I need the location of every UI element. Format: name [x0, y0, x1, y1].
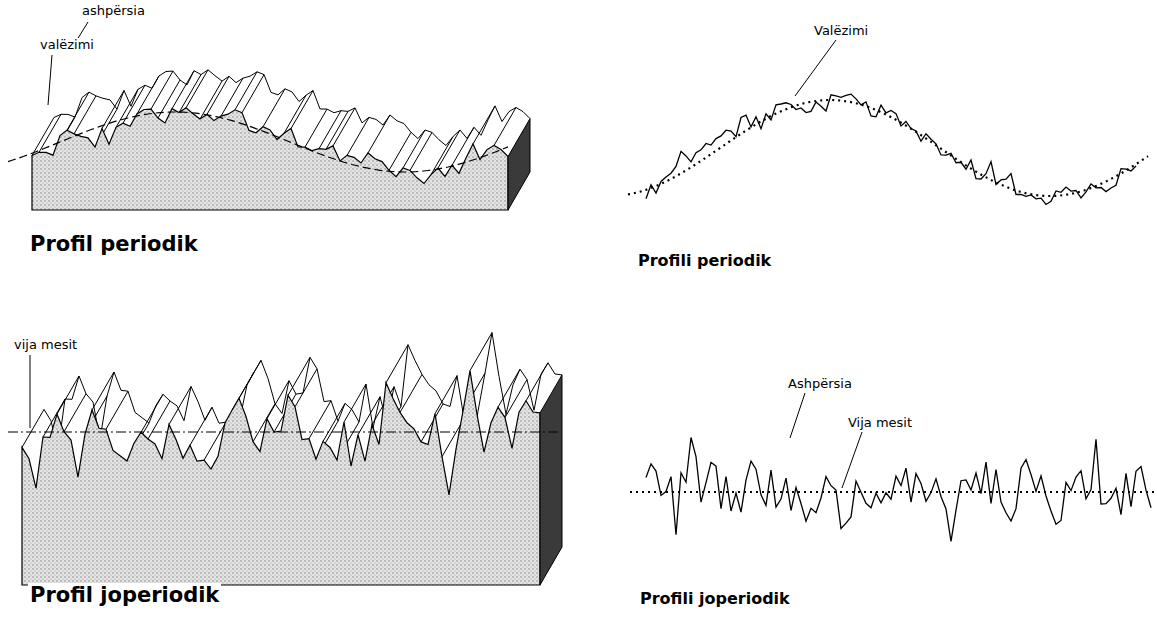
ridge-line — [186, 70, 208, 108]
mean-line — [8, 431, 560, 432]
ridge-line — [435, 376, 457, 414]
ridge-line — [106, 391, 128, 429]
ridge-line — [74, 96, 96, 134]
roughness-profile — [646, 94, 1136, 204]
ridge-line — [344, 384, 366, 422]
ridge-line — [347, 117, 369, 155]
ridge-line — [169, 387, 191, 425]
ridge-line — [57, 376, 79, 414]
ridge-line — [235, 72, 257, 110]
roughness-profile — [646, 438, 1151, 542]
callout-label: Vija mesit — [846, 416, 914, 431]
ridge-line — [386, 345, 408, 383]
ridge-line — [141, 394, 163, 432]
ridge-line — [242, 75, 264, 113]
ridge-line — [295, 369, 317, 407]
periodic-block — [8, 70, 530, 210]
ridge-line — [32, 117, 54, 155]
ridge-line — [526, 363, 548, 401]
mean-line — [8, 112, 508, 172]
material-section — [32, 108, 508, 210]
ridge-line — [221, 78, 243, 116]
ridge-line — [403, 130, 425, 168]
figure-caption: Profili periodik — [636, 252, 773, 270]
ridge-line — [326, 111, 348, 149]
back-profile — [44, 333, 562, 457]
mean-line — [630, 491, 1157, 493]
waviness-curve — [628, 100, 1148, 196]
ridge-line — [389, 132, 411, 170]
callout-label: ashpërsia — [80, 4, 147, 19]
figure-caption: Profil joperiodik — [28, 583, 221, 607]
side-face — [508, 119, 530, 210]
ridge-line — [92, 372, 114, 410]
callout-label: vija mesit — [12, 338, 79, 353]
periodic-profile — [628, 94, 1148, 204]
ridge-line — [179, 75, 201, 113]
ridge-line — [288, 357, 310, 395]
ridge-line — [151, 71, 173, 109]
ridge-line — [67, 92, 89, 130]
ridge-line — [438, 130, 460, 168]
callout-label: Ashpërsia — [786, 377, 854, 392]
callout-label: valëzimi — [38, 38, 96, 53]
material-section — [22, 371, 540, 585]
ridge-line — [410, 132, 432, 170]
ridge-line — [473, 106, 495, 144]
callout-label: Valëzimi — [812, 24, 870, 39]
ridge-line — [333, 108, 355, 146]
ridge-line — [470, 333, 492, 371]
ridge-line — [137, 76, 159, 114]
ridge-line — [64, 394, 86, 432]
ridge-line — [263, 89, 285, 127]
ridge-line — [172, 71, 194, 109]
ridge-line — [239, 360, 261, 398]
ridge-line — [400, 374, 422, 412]
ridge-line — [284, 95, 306, 133]
aperiodic-profile — [630, 438, 1157, 542]
ridge-line — [494, 107, 516, 145]
side-face — [540, 375, 562, 585]
ridge-line — [102, 90, 124, 128]
figure-caption: Profil periodik — [28, 232, 200, 256]
ridge-line — [291, 91, 313, 129]
ridge-line — [22, 409, 44, 447]
ridge-line — [200, 81, 222, 119]
ridge-line — [190, 407, 212, 445]
ridge-line — [498, 369, 520, 407]
ridge-line — [368, 115, 390, 153]
figure-caption: Profili joperiodik — [638, 590, 792, 608]
aperiodic-block — [8, 333, 562, 585]
